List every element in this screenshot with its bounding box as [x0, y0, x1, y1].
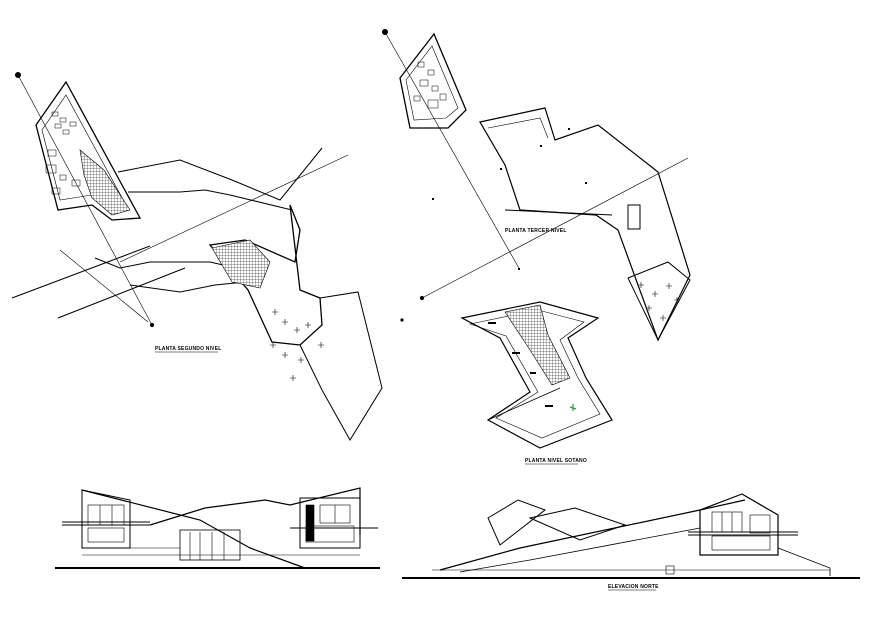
axis-marker — [419, 295, 425, 301]
long-roof-lower — [459, 527, 701, 573]
basement-outline — [460, 301, 613, 449]
hatched-core-c — [504, 304, 571, 386]
hatched-core-b — [211, 239, 271, 289]
stair-block — [627, 204, 641, 230]
basement-marks — [488, 322, 553, 407]
center-roof-panel — [528, 507, 627, 541]
label-plan-second-level: PLANTA SEGUNDO NIVEL — [155, 346, 222, 352]
wing-north — [399, 32, 467, 129]
wing-north-west — [35, 80, 142, 221]
plan-third-level — [382, 29, 691, 342]
terrace-outline — [299, 291, 383, 441]
left-roof-mass — [487, 499, 547, 546]
furniture-cluster-d — [638, 282, 680, 321]
axis-line — [421, 157, 689, 299]
axis-line — [119, 154, 349, 263]
axis-marker — [15, 72, 21, 78]
roof-right — [149, 487, 361, 535]
wing-south-east — [627, 261, 691, 342]
elevation-left — [55, 487, 380, 569]
floor-inner-line — [487, 117, 549, 139]
green-marker — [569, 404, 577, 411]
axis-marker — [400, 318, 404, 322]
entry-block — [179, 529, 241, 561]
axis-marker — [382, 29, 388, 35]
axis-line — [11, 245, 151, 299]
furniture-cluster-c — [413, 61, 447, 109]
plan-second-level — [11, 72, 383, 441]
corridor-upper-2 — [128, 189, 293, 211]
axis-line — [504, 209, 613, 216]
elevation-north — [402, 493, 860, 579]
axis-line — [57, 267, 186, 319]
right-tower — [299, 497, 361, 549]
corridor-upper — [117, 147, 323, 201]
corridor-lower-2 — [129, 281, 246, 293]
hatched-core-a — [79, 149, 131, 216]
window-grid-north — [711, 511, 771, 551]
plan-basement — [400, 301, 613, 449]
axis-line — [59, 249, 149, 323]
wing-north-inner — [405, 45, 459, 121]
right-slope — [777, 547, 831, 576]
small-door — [665, 565, 675, 575]
label-plan-third-level: PLANTA TERCER NIVEL — [505, 228, 567, 234]
left-tower — [81, 489, 131, 549]
axis-line — [384, 31, 521, 271]
label-plan-basement: PLANTA NIVEL SOTANO — [525, 458, 587, 464]
entry-columns — [189, 532, 225, 560]
wing-east — [208, 204, 323, 346]
furniture-cluster-a — [45, 111, 81, 195]
long-roof — [439, 499, 746, 571]
axis-line — [17, 74, 153, 326]
basement-inner — [468, 309, 601, 439]
main-floor-outline — [479, 107, 691, 342]
window-grid-right — [305, 504, 355, 543]
basement-divider — [487, 387, 561, 421]
axis-marker — [149, 322, 155, 328]
roof-left — [81, 489, 306, 569]
furniture-cluster-b — [270, 309, 324, 381]
window-grid-left — [87, 504, 125, 543]
column-dots — [432, 128, 587, 270]
label-elevation-north: ELEVACION NORTE — [608, 584, 659, 590]
